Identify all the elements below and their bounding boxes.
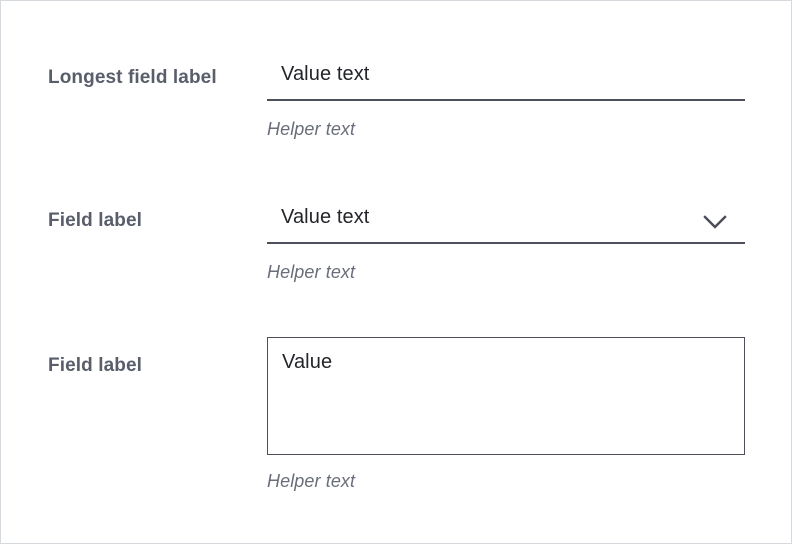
control-column-text-input: Value text — [267, 57, 745, 101]
helper-text-select: Helper text — [267, 262, 356, 282]
control-column-textarea: Value — [267, 337, 745, 455]
helper-text-text-input: Helper text — [267, 119, 356, 139]
textarea-input[interactable]: Value — [267, 337, 745, 455]
text-input-value: Value text — [281, 63, 370, 85]
textarea-value: Value — [282, 351, 333, 373]
field-label-textarea: Field label — [48, 355, 143, 376]
control-column-select: Value text — [267, 200, 745, 244]
select-input[interactable]: Value text — [267, 200, 745, 244]
field-label-select: Field label — [48, 210, 143, 231]
chevron-down-icon[interactable] — [702, 212, 728, 232]
select-value: Value text — [281, 206, 370, 228]
helper-text-textarea: Helper text — [267, 471, 356, 491]
text-input[interactable]: Value text — [267, 57, 745, 101]
field-label-text-input: Longest field label — [48, 67, 217, 88]
